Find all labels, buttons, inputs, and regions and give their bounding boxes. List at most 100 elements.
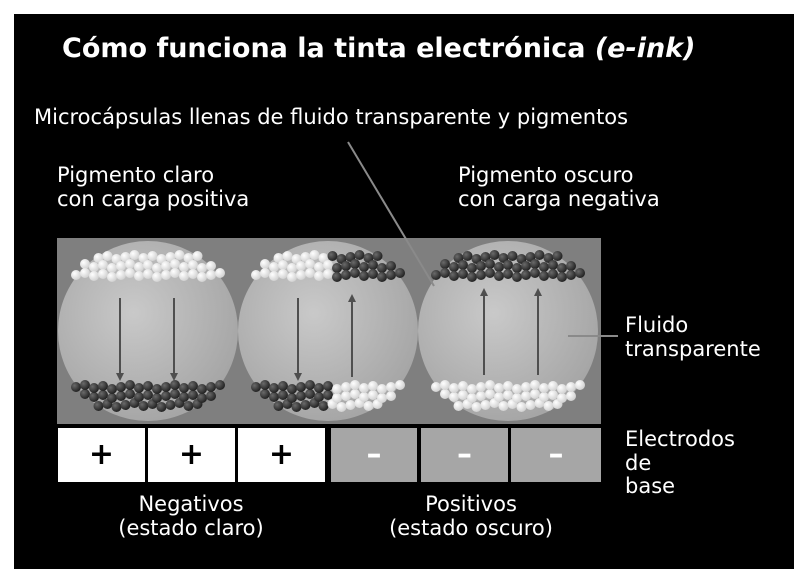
light-pigment-bead bbox=[453, 401, 464, 411]
dark-pigment-bead bbox=[125, 389, 135, 399]
dark-pigment-bead bbox=[269, 392, 279, 402]
light-pigment-bead bbox=[467, 384, 477, 394]
fluid-label-line-2: transparente bbox=[625, 336, 761, 361]
dark-pigment-bead bbox=[197, 384, 207, 394]
dark-pigment-bead bbox=[125, 380, 135, 390]
light-pigment-bead bbox=[350, 380, 360, 390]
electrodes-label-line-3: base bbox=[625, 474, 676, 499]
dark-pigment-bead bbox=[98, 390, 108, 400]
light-pigment-bead bbox=[350, 389, 360, 399]
negative-state-label: Negativos (estado claro) bbox=[96, 492, 286, 540]
light-pigment-bead bbox=[80, 259, 90, 269]
dark-pigment-bead bbox=[521, 270, 531, 280]
light-pigment-bead bbox=[282, 251, 293, 261]
fluid-label-line-1: Fluido bbox=[625, 313, 689, 337]
dark-pigment-bead bbox=[512, 272, 522, 282]
dark-pigment-bead bbox=[152, 393, 162, 403]
dark-pigment-bead bbox=[116, 382, 126, 392]
dark-pigment-bead bbox=[278, 381, 288, 391]
dark-pigment-bead bbox=[323, 390, 333, 400]
light-pigment-bead bbox=[521, 391, 531, 401]
light-pigment-bead bbox=[287, 272, 297, 282]
light-pigment-bead bbox=[476, 382, 486, 392]
dark-pigment-bead bbox=[165, 400, 176, 410]
light-pigment-bead bbox=[134, 262, 144, 272]
light-pigment-bead bbox=[341, 391, 351, 401]
light-pigment-bead bbox=[471, 402, 482, 412]
light-pigment-bead bbox=[336, 402, 347, 412]
light-pigment-bead bbox=[458, 390, 468, 400]
light-pigment-bead bbox=[440, 380, 450, 390]
light-pigment-bead bbox=[359, 383, 369, 393]
light-pigment-bead bbox=[359, 392, 369, 402]
dark-pigment-bead bbox=[179, 383, 189, 393]
dark-pigment-bead bbox=[386, 261, 396, 271]
dark-pigment-bead bbox=[287, 384, 297, 394]
dark-pigment-bead bbox=[80, 389, 90, 399]
light-pigment-cluster bbox=[431, 380, 585, 412]
dark-pigment-bead bbox=[300, 400, 311, 410]
light-pigment-bead bbox=[368, 381, 378, 391]
light-pigment-bead bbox=[525, 400, 536, 410]
light-pigment-bead bbox=[192, 251, 203, 261]
electrode-negative bbox=[421, 428, 508, 482]
dark-pigment-bead bbox=[170, 389, 180, 399]
light-pigment-bead bbox=[449, 383, 459, 393]
dark-pigment-bead bbox=[354, 250, 365, 260]
light-pigment-bead bbox=[575, 380, 585, 390]
dark-pigment-bead bbox=[161, 382, 171, 392]
light-pigment-bead bbox=[305, 259, 315, 269]
dark-pigment-bead bbox=[467, 263, 477, 273]
microcapsules-label: Microcápsulas llenas de fluido transpare… bbox=[34, 105, 629, 129]
electrode-sign: + bbox=[178, 437, 205, 472]
light-pigment-bead bbox=[116, 270, 126, 280]
light-pigment-bead bbox=[377, 393, 387, 403]
dark-pigment-bead bbox=[332, 272, 342, 282]
light-pigment-bead bbox=[174, 250, 185, 260]
light-pigment-bead bbox=[129, 250, 140, 260]
microcapsules-pointer bbox=[347, 141, 435, 287]
dark-pigment-bead bbox=[260, 380, 270, 390]
light-pigment-bead bbox=[386, 382, 396, 392]
dark-pigment-bead bbox=[377, 272, 387, 282]
light-pigment-bead bbox=[309, 250, 320, 260]
dark-pigment-bead bbox=[539, 262, 549, 272]
light-pigment-bead bbox=[170, 268, 180, 278]
light-pigment-label: Pigmento claro con carga positiva bbox=[57, 163, 249, 211]
light-pigment-bead bbox=[125, 259, 135, 269]
light-pigment-bead bbox=[314, 271, 324, 281]
dark-pigment-bead bbox=[273, 401, 284, 411]
mixed-pigment-cluster bbox=[251, 380, 405, 412]
electrode-negative bbox=[331, 428, 417, 482]
capsule-left bbox=[58, 241, 238, 421]
positive-state-label-line-1: Positivos bbox=[425, 492, 517, 516]
light-pigment-bead bbox=[98, 269, 108, 279]
dark-pigment-bead bbox=[318, 401, 329, 411]
dark-pigment-bead bbox=[197, 393, 207, 403]
light-pigment-bead bbox=[485, 389, 495, 399]
electrode-negative bbox=[511, 428, 601, 482]
light-pigment-bead bbox=[107, 272, 117, 282]
dark-pigment-bead bbox=[296, 391, 306, 401]
dark-pigment-bead bbox=[107, 393, 117, 403]
electrodes-label-line-1: Electrodos bbox=[625, 427, 735, 451]
dark-pigment-bead bbox=[206, 382, 216, 392]
light-pigment-bead bbox=[458, 381, 468, 391]
light-pigment-bead bbox=[102, 251, 113, 261]
dark-pigment-bead bbox=[377, 263, 387, 273]
light-pigment-bead bbox=[440, 389, 450, 399]
light-pigment-bead bbox=[116, 261, 126, 271]
fluid-label: Fluido transparente bbox=[625, 313, 761, 361]
positive-state-label-line-2: (estado oscuro) bbox=[389, 515, 553, 540]
dark-pigment-bead bbox=[296, 382, 306, 392]
dark-pigment-bead bbox=[548, 260, 558, 270]
dark-pigment-bead bbox=[170, 380, 180, 390]
light-pigment-bead bbox=[143, 269, 153, 279]
light-pigment-bead bbox=[386, 391, 396, 401]
dark-pigment-bead bbox=[80, 380, 90, 390]
light-pigment-bead bbox=[345, 400, 356, 410]
dark-pigment-label: Pigmento oscuro con carga negativa bbox=[458, 163, 660, 211]
light-pigment-bead bbox=[179, 262, 189, 272]
dark-pigment-bead bbox=[431, 270, 441, 280]
